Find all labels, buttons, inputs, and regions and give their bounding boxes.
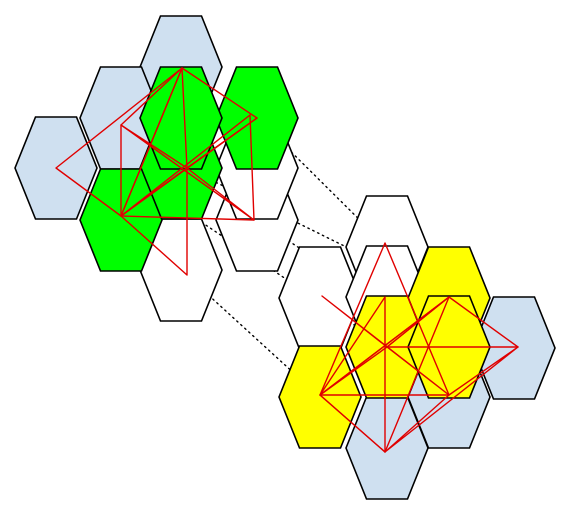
red-triangle (319, 296, 450, 453)
hex-cell-yellow (278, 345, 362, 449)
red-triangle (120, 167, 188, 276)
red-triangle (386, 296, 519, 348)
red-triangle (384, 346, 519, 453)
hex-cell-green (79, 168, 163, 272)
hex-cell-green (139, 66, 223, 170)
left-red-triangle-mesh (55, 67, 258, 276)
right-red-triangle-mesh (319, 242, 519, 453)
red-triangle (120, 67, 183, 217)
red-triangle (120, 114, 255, 221)
hex-cell-blue (472, 296, 556, 400)
right-hex-cluster (278, 195, 556, 500)
